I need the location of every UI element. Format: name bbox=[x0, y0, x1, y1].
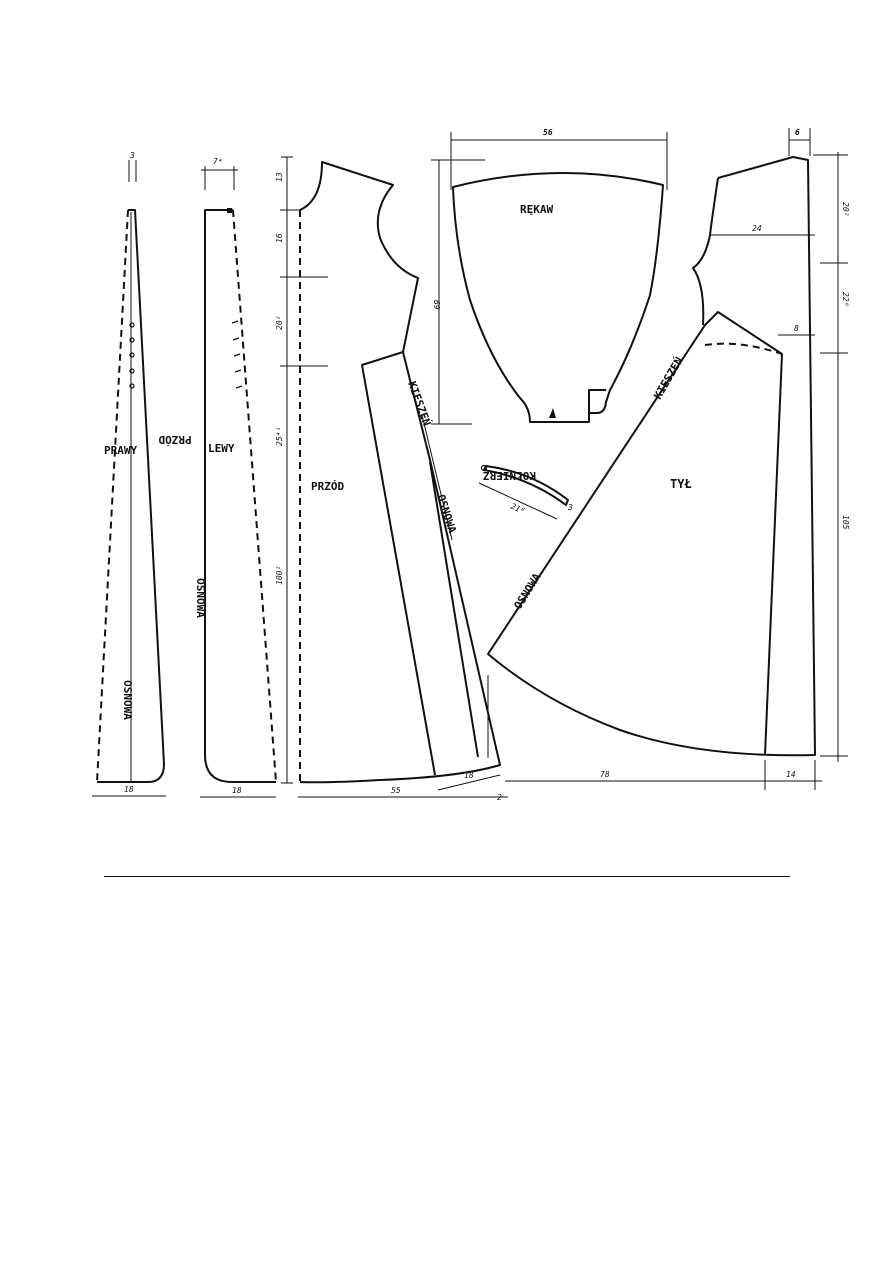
collar-outline bbox=[483, 465, 569, 506]
back-dart-dimension: 8 bbox=[778, 324, 815, 336]
collar-piece: KOŁNIERZ 21⁸ 3 bbox=[478, 464, 573, 520]
sleeve-piece: RĘKAW 56 69 bbox=[431, 128, 668, 425]
back-dart-dashed bbox=[704, 342, 783, 355]
front-right-facing-piece: PRAWY OSNOWA 3 18 bbox=[92, 151, 166, 797]
dim-line bbox=[478, 482, 558, 520]
dim-hem-2: 18 bbox=[232, 786, 242, 795]
left-facing-dashed-edge bbox=[232, 209, 277, 783]
dim-front-v3: 20² bbox=[275, 316, 284, 330]
front-outline bbox=[299, 161, 501, 784]
back-vertical-dimension-chain: 20² 22⁸ 105 bbox=[813, 152, 850, 762]
left-facing-outline bbox=[204, 209, 276, 783]
back-shoulder-dimension: 24 bbox=[710, 224, 815, 236]
dim-top-left: 7⁴ bbox=[213, 157, 223, 166]
label-kieszen-front: KIESZEŃ bbox=[405, 380, 433, 428]
dim-back-v3: 105 bbox=[841, 515, 850, 530]
label-osnowa-1: OSNOWA bbox=[121, 680, 134, 720]
label-lewy: LEWY bbox=[208, 442, 235, 455]
back-piece: KIESZEŃ OSNOWA TYŁ 24 8 6 20² 22⁸ 105 bbox=[487, 128, 850, 790]
back-armhole bbox=[692, 177, 719, 326]
corner-mark bbox=[227, 208, 232, 213]
front-left-facing-piece: LEWY OSNOWA 7⁴ 18 bbox=[194, 157, 277, 798]
dim-front-v1: 13 bbox=[275, 172, 284, 182]
dim-back-shoulder: 24 bbox=[752, 224, 762, 233]
label-osnowa-4: OSNOWA bbox=[512, 571, 544, 612]
dim-small-mark: 2 bbox=[497, 793, 502, 802]
dim-sleeve-width: 56 bbox=[543, 128, 553, 137]
dim-hem-1: 18 bbox=[124, 785, 134, 794]
dim-hem-6: 14 bbox=[786, 770, 796, 779]
label-przod-main: PRZÓD bbox=[311, 480, 344, 493]
page-divider-line bbox=[104, 876, 790, 877]
label-kieszen-back: KIESZEŃ bbox=[651, 355, 685, 402]
back-outline bbox=[487, 156, 816, 757]
dim-hem-3: 55 bbox=[391, 786, 401, 795]
label-przod-rotated: PRZÓD bbox=[158, 433, 191, 446]
dim-back-dart: 8 bbox=[794, 324, 799, 333]
sleeve-notch-mark bbox=[549, 408, 556, 418]
button-marks bbox=[129, 322, 135, 389]
collar-mark bbox=[480, 464, 488, 472]
back-top-dimension: 6 bbox=[788, 128, 811, 156]
dim-front-v4: 25⁴¹ bbox=[275, 427, 284, 446]
front-vertical-dimension-chain: 13 16 20² 25⁴¹ 100² bbox=[275, 156, 328, 784]
label-kolnierz: KOŁNIERZ bbox=[483, 469, 536, 482]
front-main-piece: KIESZEŃ PRZÓD OSNOWA 13 16 20² 25⁴¹ 100²… bbox=[275, 156, 508, 802]
label-tyl: TYŁ bbox=[670, 477, 692, 491]
back-hem-dimensions: 78 14 bbox=[505, 760, 822, 790]
label-osnowa-2: OSNOWA bbox=[194, 578, 207, 618]
dim-back-v1: 20² bbox=[841, 202, 850, 216]
sleeve-cuff-notch bbox=[588, 389, 606, 413]
dim-front-v5: 100² bbox=[275, 566, 284, 585]
buttonhole-marks bbox=[231, 320, 243, 389]
grain-line bbox=[421, 414, 453, 541]
dim-top-narrow: 3 bbox=[129, 151, 135, 160]
front-pocket-outline bbox=[361, 351, 479, 776]
label-rekaw: RĘKAW bbox=[520, 203, 553, 216]
dim-back-v2: 22⁸ bbox=[841, 292, 850, 307]
dim-line bbox=[437, 774, 501, 791]
dim-hem-4: 18 bbox=[464, 771, 474, 780]
dim-back-top: 6 bbox=[795, 128, 800, 137]
dim-hem-5: 78 bbox=[600, 770, 610, 779]
dim-collar-w: 3 bbox=[567, 503, 573, 512]
facing-outline bbox=[97, 209, 165, 783]
sleeve-outline bbox=[452, 171, 664, 423]
dim-front-v2: 16 bbox=[275, 233, 284, 243]
label-prawy: PRAWY bbox=[104, 444, 137, 457]
sleeve-width-dimension: 56 bbox=[450, 128, 668, 190]
dim-sleeve-height: 69 bbox=[432, 300, 441, 310]
sleeve-height-dimension: 69 bbox=[431, 159, 485, 425]
